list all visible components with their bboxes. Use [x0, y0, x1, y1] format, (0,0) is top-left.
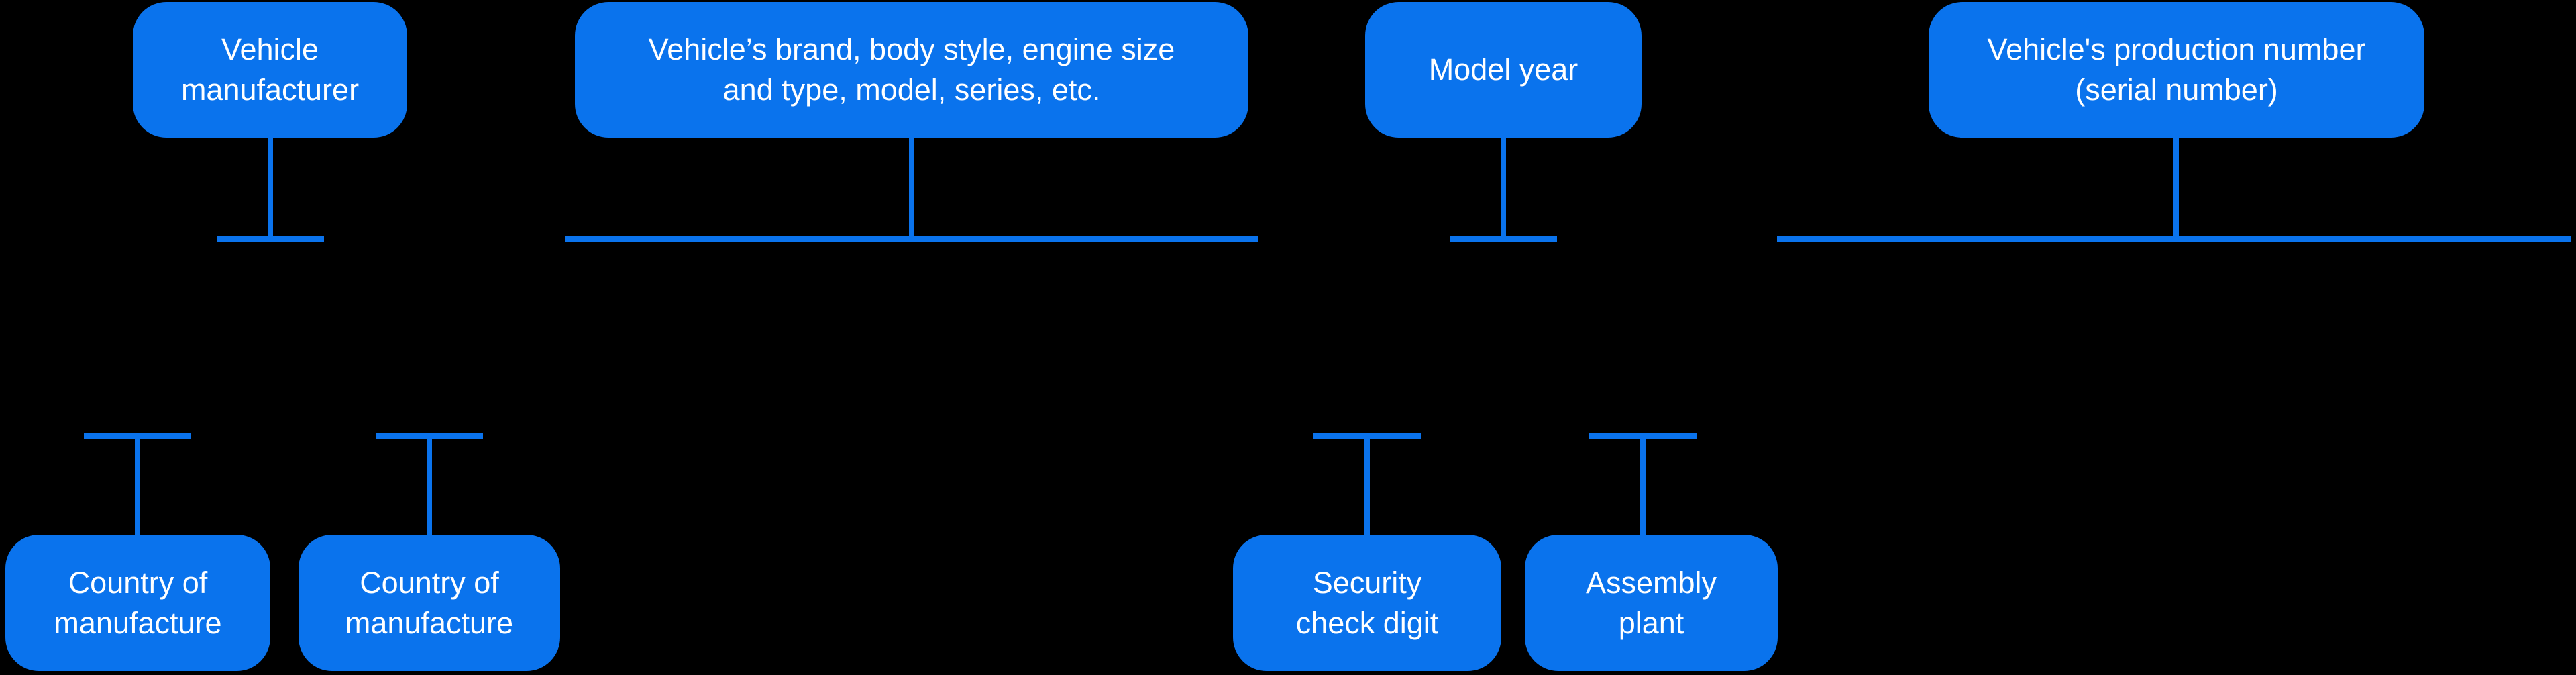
node-security-check-digit: Security check digit: [1233, 535, 1501, 671]
node-brand-body-engine-label: Vehicle’s brand, body style, engine size…: [648, 32, 1175, 107]
node-assembly-plant: Assembly plant: [1525, 535, 1778, 671]
connector-security-check-digit-stem: [1364, 433, 1370, 535]
connector-model-year-stem: [1501, 138, 1506, 238]
node-vehicle-manufacturer-label: Vehicle manufacturer: [180, 32, 360, 107]
connector-production-number-stem: [2174, 138, 2179, 238]
node-brand-body-engine: Vehicle’s brand, body style, engine size…: [575, 2, 1248, 138]
connector-country-1-stem: [135, 433, 140, 535]
node-country-of-manufacture-2: Country of manufacture: [299, 535, 560, 671]
connector-brand-crossbar: [565, 236, 1258, 242]
connector-brand-stem: [909, 138, 914, 238]
node-assembly-plant-label: Assembly plant: [1585, 565, 1717, 640]
connector-manufacturer-stem: [268, 138, 273, 238]
connector-model-year-crossbar: [1450, 236, 1557, 242]
node-country-of-manufacture-1-label: Country of manufacture: [54, 565, 222, 640]
node-country-of-manufacture-2-label: Country of manufacture: [345, 565, 514, 640]
connector-production-number-crossbar: [1777, 236, 2571, 242]
node-production-number-label: Vehicle's production number (serial numb…: [1987, 32, 2366, 107]
connector-country-2-stem: [427, 433, 432, 535]
connector-manufacturer-crossbar: [217, 236, 324, 242]
node-model-year-label: Model year: [1428, 52, 1578, 87]
node-model-year: Model year: [1365, 2, 1642, 138]
node-production-number: Vehicle's production number (serial numb…: [1929, 2, 2424, 138]
node-security-check-digit-label: Security check digit: [1295, 565, 1439, 640]
connector-assembly-plant-stem: [1640, 433, 1646, 535]
node-country-of-manufacture-1: Country of manufacture: [5, 535, 270, 671]
node-vehicle-manufacturer: Vehicle manufacturer: [133, 2, 407, 138]
